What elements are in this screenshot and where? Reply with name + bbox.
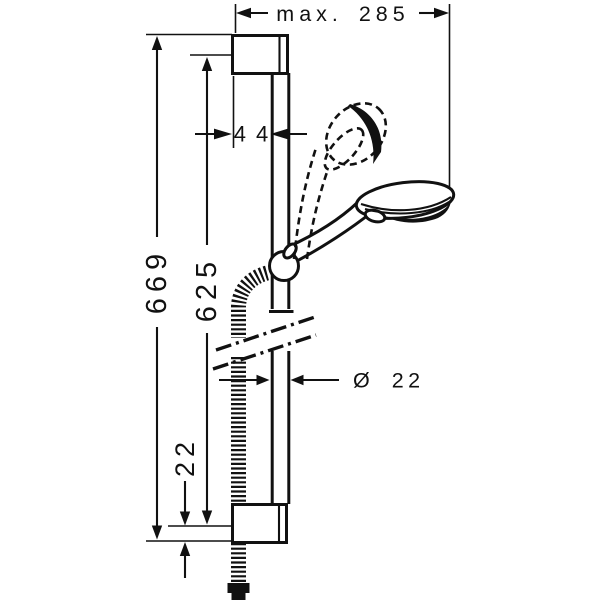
arrowhead-right xyxy=(434,7,449,19)
arrowhead-44-right xyxy=(270,128,288,140)
top-wall-bracket xyxy=(231,34,289,75)
dashed-head-shadow-crescent xyxy=(348,104,382,164)
bottom-bracket-body xyxy=(231,503,288,544)
dim-max-width: max. 285 xyxy=(234,2,451,189)
top-bracket-body xyxy=(231,34,289,75)
sprayface-rim-line-lower xyxy=(364,201,450,215)
shower-hose xyxy=(231,265,270,583)
hose-nut xyxy=(227,583,250,600)
arrowhead-22-down xyxy=(179,511,191,526)
label-bottom-offset: 22 xyxy=(170,437,200,477)
slider-holder xyxy=(268,242,300,282)
handshower-solid xyxy=(286,180,456,266)
hose-nut-lower xyxy=(231,593,246,600)
arrowhead-dia-left xyxy=(256,374,270,386)
sprayface-rim-line-upper xyxy=(360,196,452,212)
break-lines xyxy=(212,315,317,371)
dashed-sprayface-rim xyxy=(323,127,365,171)
label-max-width: max. 285 xyxy=(276,2,409,26)
arrowhead-dia-right xyxy=(290,374,304,386)
bottom-wall-bracket xyxy=(231,503,288,544)
arrowhead-left xyxy=(236,7,251,19)
arrowhead-44-left xyxy=(214,128,232,140)
dashed-head-outline xyxy=(324,102,388,166)
sprayface-shadow-crescent xyxy=(382,201,451,223)
dim-bottom-offset: 22 xyxy=(170,437,200,578)
label-rail-diameter: Ø 22 xyxy=(353,369,425,393)
label-rail-length: 669 xyxy=(141,248,173,314)
arrowhead-22-up xyxy=(179,542,191,556)
dashed-handle-left-edge xyxy=(292,147,318,260)
arrowhead-669-down xyxy=(151,525,163,540)
hose-nut-upper xyxy=(227,583,250,593)
hose-upper-curve xyxy=(231,265,270,338)
handshower-dashed xyxy=(292,102,388,260)
dim-rail-diameter: Ø 22 xyxy=(219,369,425,393)
label-wall-offset: 44 xyxy=(234,122,278,147)
label-hole-distance: 625 xyxy=(191,256,223,322)
arrowhead-669-up xyxy=(151,36,163,50)
arrowhead-625-down xyxy=(201,510,213,525)
break-line-upper xyxy=(215,315,316,352)
break-line-lower xyxy=(212,333,317,371)
arrowhead-625-up xyxy=(201,57,213,71)
dim-rail-length: 669 xyxy=(141,33,232,542)
dim-hole-distance: 625 xyxy=(168,54,232,527)
dim-wall-offset: 44 xyxy=(195,76,307,148)
